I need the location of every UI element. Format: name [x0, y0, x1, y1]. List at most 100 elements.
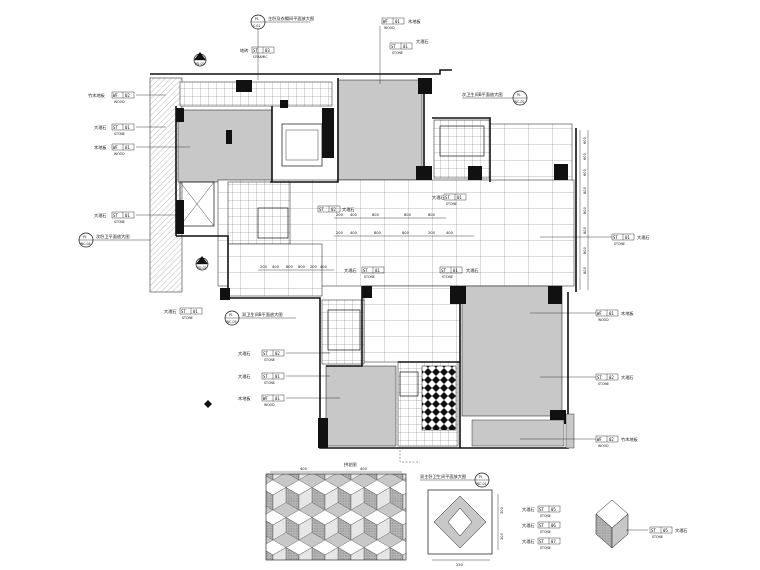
- svg-text:WF: WF: [113, 93, 118, 98]
- tag-right-marble: ST 01 大理石 STONE: [540, 233, 650, 246]
- svg-text:PL: PL: [83, 235, 87, 239]
- dim-2-3: 800: [402, 231, 410, 235]
- svg-text:WOOD: WOOD: [264, 403, 275, 407]
- svg-text:大理石: 大理石: [238, 350, 251, 357]
- tag-detail-a: 大理石 ST 05 STONE: [522, 505, 561, 518]
- svg-text:01: 01: [275, 396, 280, 401]
- svg-text:400: 400: [300, 467, 308, 471]
- svg-text:PL: PL: [229, 313, 233, 317]
- callout-left-lower: PL WC-03 双卫生间B平面放大图: [224, 310, 296, 326]
- dimension-row-2: 200 400 800 800 200 400: [334, 231, 474, 237]
- svg-text:ST: ST: [539, 507, 544, 512]
- svg-text:300: 300: [500, 532, 504, 540]
- svg-text:01: 01: [625, 235, 630, 240]
- room-left-bath: [227, 181, 291, 245]
- tag-top-tile: 地砖 ST 03 CERAMIC: [240, 46, 275, 59]
- dim-1-2: 800: [372, 213, 380, 217]
- svg-text:ST: ST: [613, 235, 618, 240]
- svg-text:600: 600: [583, 168, 587, 176]
- svg-text:STONE: STONE: [364, 275, 375, 279]
- svg-text:PL: PL: [255, 17, 259, 21]
- svg-text:大理石: 大理石: [94, 124, 107, 131]
- svg-text:ST: ST: [539, 539, 544, 544]
- svg-text:大理石: 大理石: [621, 374, 634, 381]
- svg-text:PL: PL: [517, 93, 521, 97]
- tag-mid-c: 大理石 ST 01 STONE: [344, 266, 385, 279]
- svg-text:STONE: STONE: [540, 546, 551, 550]
- svg-text:PD-02: PD-02: [197, 266, 207, 270]
- svg-text:05: 05: [551, 507, 556, 512]
- svg-text:ST: ST: [539, 523, 544, 528]
- svg-text:次卧卫平面放大图: 次卧卫平面放大图: [96, 233, 130, 240]
- svg-text:800: 800: [583, 186, 587, 194]
- tag-left-bamboo: 竹木地板 WF 02 WOOD: [88, 91, 166, 104]
- room-closet: [179, 81, 333, 107]
- dim-2-5: 400: [446, 231, 454, 235]
- room-master-bedroom: [337, 79, 423, 181]
- svg-text:02: 02: [609, 437, 614, 442]
- svg-text:ST: ST: [113, 213, 118, 218]
- svg-text:ST: ST: [445, 195, 450, 200]
- callout-right: PL WC-02 次卫生间B平面放大图: [462, 90, 528, 106]
- svg-text:ST: ST: [263, 351, 268, 356]
- dim-3-2: 800: [286, 265, 294, 269]
- tag-left-marble2: 大理石 ST 01 STONE: [94, 211, 176, 224]
- svg-text:STONE: STONE: [264, 358, 275, 362]
- svg-text:STONE: STONE: [540, 514, 551, 518]
- svg-text:次卫生间B平面放大图: 次卫生间B平面放大图: [462, 91, 503, 98]
- svg-text:大理石: 大理石: [344, 267, 357, 274]
- svg-text:STONE: STONE: [114, 132, 125, 136]
- svg-text:STONE: STONE: [442, 275, 453, 279]
- svg-text:CERAMIC: CERAMIC: [253, 55, 268, 59]
- svg-text:木地板: 木地板: [238, 395, 251, 402]
- svg-text:STONE: STONE: [652, 535, 663, 539]
- callout-left: PL WC-04 次卧卫平面放大图: [78, 232, 150, 248]
- room-wet-lower-left: [321, 299, 365, 365]
- svg-text:大理石: 大理石: [238, 373, 251, 380]
- tag-low-left-marble: 大理石 ST 01 STONE: [164, 307, 203, 320]
- dim-3-5: 400: [320, 265, 328, 269]
- svg-text:ST: ST: [363, 268, 368, 273]
- pattern-title: 拼花图: [344, 461, 357, 468]
- svg-text:地砖: 地砖: [240, 47, 248, 54]
- room-bedroom-lower-right: [461, 285, 563, 417]
- svg-text:WOOD: WOOD: [114, 100, 125, 104]
- svg-text:WC-03: WC-03: [226, 320, 237, 324]
- svg-text:ST: ST: [391, 44, 396, 49]
- tag-left-wood: 木地板 WF 01 WOOD: [94, 143, 190, 156]
- svg-text:01: 01: [457, 195, 462, 200]
- svg-text:250: 250: [456, 563, 464, 567]
- detail-panel-cube: [595, 499, 648, 549]
- svg-text:02: 02: [609, 375, 614, 380]
- svg-text:双卫生间B平面放大图: 双卫生间B平面放大图: [242, 311, 283, 318]
- svg-text:双主卧卫生间平面放大图: 双主卧卫生间平面放大图: [420, 473, 466, 480]
- svg-text:WOOD: WOOD: [114, 152, 125, 156]
- svg-text:300: 300: [500, 506, 504, 514]
- dim-2-2: 800: [374, 231, 382, 235]
- svg-text:WOOD: WOOD: [384, 26, 395, 30]
- svg-text:ST: ST: [651, 528, 656, 533]
- svg-text:大理石: 大理石: [416, 38, 429, 45]
- room-bedroom-lower-left: [325, 365, 397, 447]
- svg-text:ST: ST: [441, 268, 446, 273]
- svg-text:01: 01: [125, 213, 130, 218]
- svg-text:STONE: STONE: [182, 316, 193, 320]
- svg-text:01: 01: [125, 125, 130, 130]
- svg-text:01: 01: [609, 311, 614, 316]
- svg-text:03: 03: [265, 48, 270, 53]
- svg-text:04: 04: [197, 55, 201, 59]
- svg-text:STONE: STONE: [114, 220, 125, 224]
- dimension-row-1: 200 400 800 800 800: [334, 213, 446, 219]
- tag-mid-d: ST 01 大理石 STONE: [439, 266, 479, 279]
- svg-text:800: 800: [583, 246, 587, 254]
- dim-3-0: 200: [260, 265, 268, 269]
- svg-text:木地板: 木地板: [621, 310, 634, 317]
- svg-text:01: 01: [275, 374, 280, 379]
- tag-right-wood: WF 01 木地板 WOOD: [530, 309, 634, 322]
- svg-text:WC-04: WC-04: [80, 242, 91, 246]
- dim-1-4: 800: [428, 213, 436, 217]
- dimension-right-column: 600 600 600 800 800 800 800 800: [583, 130, 589, 290]
- svg-text:ST: ST: [181, 309, 186, 314]
- svg-text:主卧及衣帽间平面放大图: 主卧及衣帽间平面放大图: [268, 15, 314, 22]
- svg-text:800: 800: [583, 266, 587, 274]
